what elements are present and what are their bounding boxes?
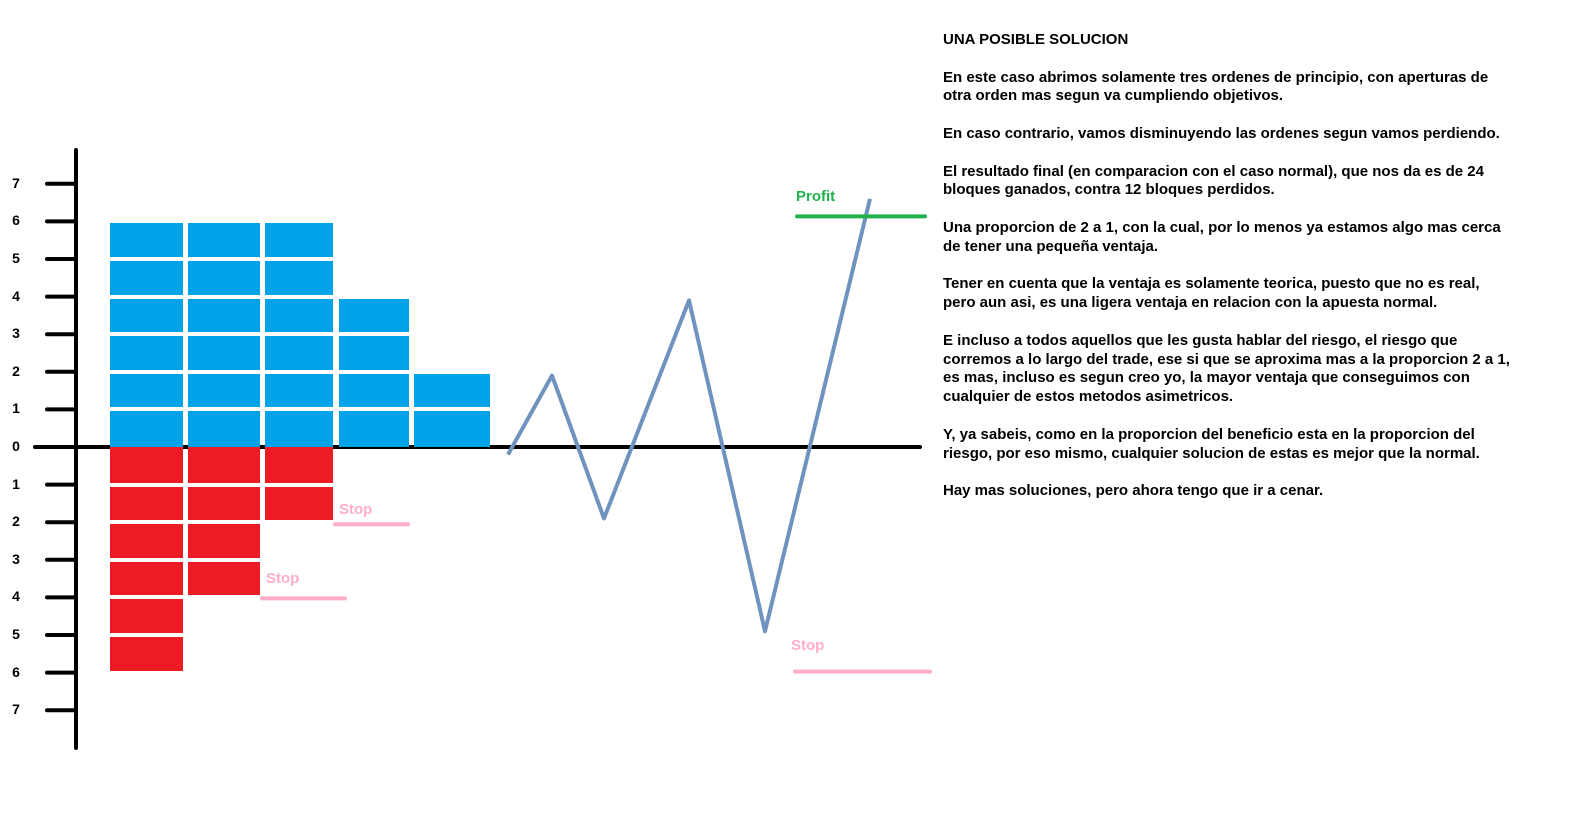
- loss-block: [110, 599, 183, 633]
- text-line: corremos a lo largo del trade, ese si qu…: [943, 350, 1510, 368]
- text-paragraph: Hay mas soluciones, pero ahora tengo que…: [943, 482, 1563, 501]
- win-block: [188, 223, 260, 257]
- text-line: Hay mas soluciones, pero ahora tengo que…: [943, 482, 1324, 500]
- text-line: cualquier de estos metodos asimetricos.: [943, 388, 1234, 406]
- loss-block: [265, 447, 333, 483]
- win-block: [188, 411, 260, 447]
- y-axis-label: 3: [12, 325, 20, 342]
- loss-block: [110, 561, 183, 596]
- stop-label: Stop: [339, 501, 373, 518]
- y-axis-label: 4: [12, 287, 20, 304]
- win-block: [339, 411, 409, 447]
- y-axis-label: 0: [12, 438, 20, 454]
- up-arrow-icon: [430, 265, 474, 290]
- text-line: En caso contrario, vamos disminuyendo la…: [943, 124, 1500, 142]
- win-block: [339, 336, 409, 370]
- text-line: Una proporcion de 2 a 1, con la cual, po…: [943, 218, 1501, 236]
- win-block: [188, 298, 260, 333]
- win-block: [265, 298, 333, 333]
- text-paragraph: E incluso a todos aquellos que les gusta…: [943, 332, 1563, 407]
- loss-block: [188, 561, 260, 596]
- loss-block: [188, 447, 260, 483]
- y-axis-label: 7: [12, 701, 20, 718]
- y-axis-label: 3: [12, 550, 20, 567]
- win-block: [110, 411, 183, 447]
- text-line: pero aun asi, es una ligera ventaja en r…: [943, 294, 1438, 312]
- y-axis-label: 4: [12, 588, 20, 605]
- loss-block: [188, 524, 260, 558]
- y-axis-label: 2: [12, 362, 20, 379]
- y-axis-label: 2: [12, 513, 20, 530]
- win-block: [265, 261, 333, 295]
- loss-block: [110, 524, 183, 558]
- win-block: [110, 373, 183, 408]
- text-line: E incluso a todos aquellos que les gusta…: [943, 331, 1458, 349]
- text-paragraph: Tener en cuenta que la ventaja es solame…: [943, 275, 1563, 313]
- explanation-text: UNA POSIBLE SOLUCION En este caso abrimo…: [943, 31, 1563, 520]
- text-line: de tener una pequeña ventaja.: [943, 237, 1159, 255]
- loss-block: [188, 486, 260, 521]
- win-block: [339, 298, 409, 333]
- y-axis-label: 5: [12, 626, 20, 642]
- win-block: [265, 411, 333, 447]
- loss-block: [110, 637, 183, 671]
- win-block: [265, 336, 333, 370]
- win-block: [110, 261, 183, 295]
- text-line: bloques ganados, contra 12 bloques perdi…: [943, 181, 1275, 199]
- win-block: [265, 373, 333, 408]
- win-block: [188, 373, 260, 408]
- y-axis-label: 7: [12, 174, 20, 191]
- y-axis-label: 5: [12, 250, 20, 266]
- text-paragraph: En este caso abrimos solamente tres orde…: [943, 69, 1563, 107]
- text-line: El resultado final (en comparacion con e…: [943, 162, 1484, 180]
- text-line: otra orden mas segun va cumpliendo objet…: [943, 87, 1284, 105]
- text-title: UNA POSIBLE SOLUCION: [943, 31, 1129, 48]
- y-axis-label: 1: [12, 400, 20, 417]
- y-axis-label: 6: [12, 663, 20, 680]
- win-block: [339, 373, 409, 408]
- path-stop-label: Stop: [791, 637, 825, 654]
- price-path: [506, 198, 872, 634]
- win-block: [414, 411, 490, 447]
- win-block: [188, 336, 260, 370]
- text-paragraph: Y, ya sabeis, como en la proporcion del …: [943, 426, 1563, 464]
- loss-block: [110, 447, 183, 483]
- win-block: [265, 223, 333, 257]
- win-block: [414, 373, 490, 408]
- text-line: Tener en cuenta que la ventaja es solame…: [943, 275, 1480, 293]
- y-axis-label: 1: [12, 475, 20, 492]
- text-paragraph: Una proporcion de 2 a 1, con la cual, po…: [943, 219, 1563, 257]
- text-paragraph: El resultado final (en comparacion con e…: [943, 163, 1563, 201]
- win-block: [110, 223, 183, 257]
- stop-label: Stop: [266, 570, 300, 587]
- text-line: En este caso abrimos solamente tres orde…: [943, 68, 1489, 86]
- loss-block: [265, 486, 333, 521]
- profit-label: Profit: [796, 188, 836, 205]
- win-block: [188, 261, 260, 295]
- y-axis-label: 6: [12, 212, 20, 229]
- text-line: Y, ya sabeis, como en la proporcion del …: [943, 425, 1475, 443]
- loss-block: [110, 486, 183, 521]
- text-paragraph: En caso contrario, vamos disminuyendo la…: [943, 125, 1563, 144]
- win-block: [110, 298, 183, 333]
- win-block: [110, 336, 183, 370]
- text-line: es mas, incluso es segun creo yo, la may…: [943, 369, 1470, 387]
- text-line: riesgo, por eso mismo, cualquier solucio…: [943, 444, 1480, 462]
